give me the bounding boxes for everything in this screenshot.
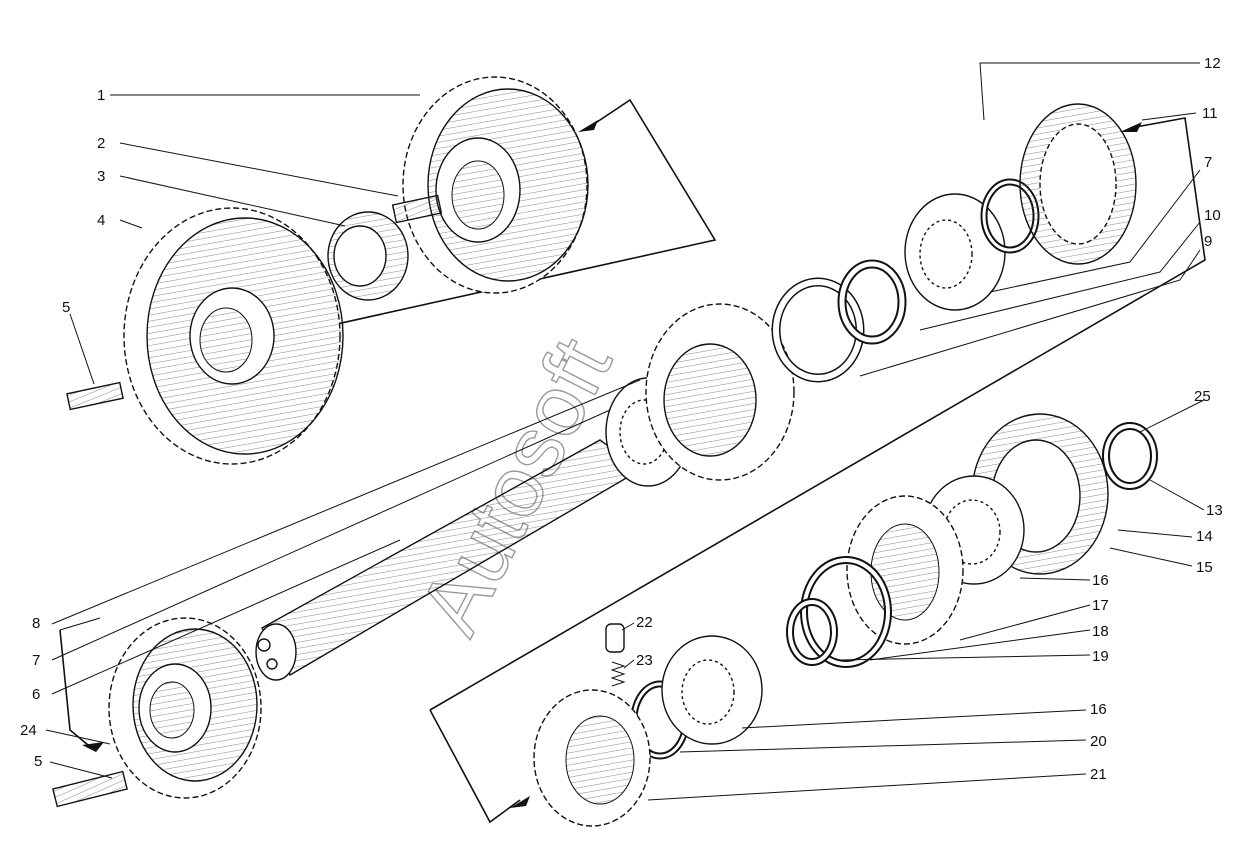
callout-5-upper: 5	[62, 299, 70, 316]
gear-21	[533, 689, 651, 827]
spring-23	[610, 661, 626, 687]
callout-15: 15	[1196, 559, 1213, 576]
callout-4: 4	[97, 212, 105, 229]
leader-lines	[45, 62, 1205, 801]
callout-13: 13	[1206, 502, 1223, 519]
callout-9: 9	[1204, 233, 1212, 250]
key-5-lower	[52, 770, 128, 808]
callout-19: 19	[1092, 648, 1109, 665]
gear-24	[108, 617, 262, 799]
callout-22: 22	[636, 614, 653, 631]
key-5-upper	[66, 381, 124, 411]
internal-gear-11	[1019, 103, 1137, 265]
bushing-3	[327, 211, 409, 301]
callout-1: 1	[97, 87, 105, 104]
callout-14: 14	[1196, 528, 1213, 545]
key-2	[391, 194, 443, 224]
arrow-4	[82, 742, 104, 752]
callout-21: 21	[1090, 766, 1107, 783]
callout-25: 25	[1194, 388, 1211, 405]
gear-8	[645, 303, 795, 481]
snap-ring-10	[771, 277, 865, 383]
plunger-22	[605, 623, 625, 653]
callout-6: 6	[32, 686, 40, 703]
gear-17	[846, 495, 964, 645]
assembly-guide-lines	[59, 98, 1206, 824]
ring-25	[1102, 422, 1158, 490]
callout-11: 11	[1202, 105, 1218, 122]
rings-18-19	[786, 556, 892, 668]
callout-labels: 1 2 3 4 5 5 6 7 7 8 9 10 11 12 13 14 15 …	[20, 55, 1223, 783]
ring-9	[837, 259, 907, 345]
arrow-2	[1120, 122, 1142, 132]
bearing-16-lower	[661, 635, 763, 745]
callout-7-right: 7	[1204, 154, 1212, 171]
arrow-heads	[82, 120, 1142, 808]
callout-18: 18	[1092, 623, 1109, 640]
main-shaft	[255, 439, 642, 681]
callout-12: 12	[1204, 55, 1221, 72]
callout-17: 17	[1092, 597, 1109, 614]
callout-20: 20	[1090, 733, 1107, 750]
arrow-3	[510, 796, 530, 808]
arrow-1	[578, 120, 598, 132]
callout-23: 23	[636, 652, 653, 669]
callout-7-left: 7	[32, 652, 40, 669]
callout-8: 8	[32, 615, 40, 632]
callout-16-upper: 16	[1092, 572, 1109, 589]
callout-2: 2	[97, 135, 105, 152]
gear-1	[402, 76, 589, 294]
callout-5-lower: 5	[34, 753, 42, 770]
callout-3: 3	[97, 168, 105, 185]
callout-10: 10	[1204, 207, 1221, 224]
callout-16-lower: 16	[1090, 701, 1107, 718]
callout-24: 24	[20, 722, 37, 739]
bearing-7-upper	[904, 193, 1006, 311]
gear-4	[123, 207, 344, 465]
